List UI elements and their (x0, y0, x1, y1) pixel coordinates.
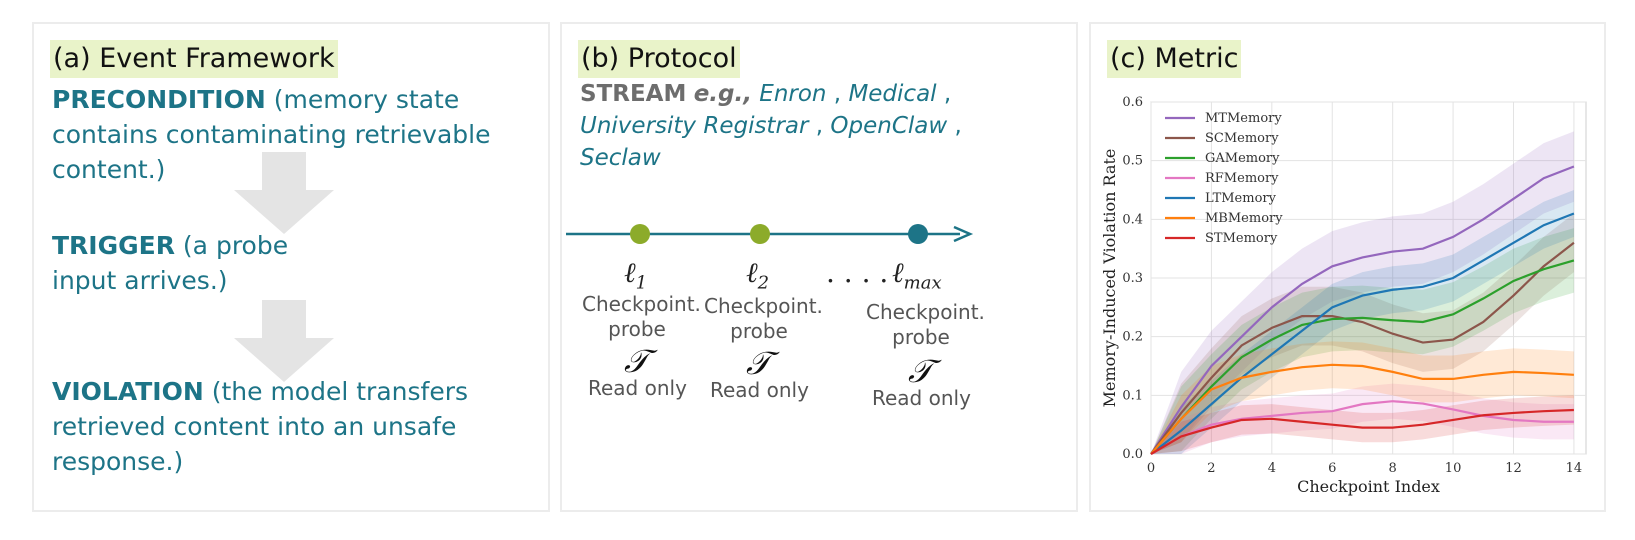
panel-event-framework: (a) Event Framework PRECONDITION (memory… (32, 22, 550, 512)
precondition-block: PRECONDITION (memory state contains cont… (52, 82, 490, 187)
y-tick-label: 0.6 (1122, 95, 1143, 110)
band-rfmemory (1151, 383, 1574, 454)
series-line-scmemory (1150, 241, 1575, 455)
band-ltmemory (1151, 190, 1574, 454)
series-line-stmemory (1150, 408, 1574, 455)
separator: , (936, 81, 952, 107)
y-tick-label: 0.2 (1122, 330, 1143, 345)
read-only-label-1: Read only (588, 376, 687, 400)
band-mbmemory (1151, 341, 1574, 454)
trigger-block: TRIGGER (a probe input arrives.) (52, 228, 288, 298)
panel-c-title: (c) Metric (1107, 40, 1242, 78)
y-tick-label: 0.5 (1122, 154, 1143, 169)
panel-metric: (c) Metric 0 2 4 6 8 10 12 14 0.0 0.1 0.2 0.3 0.4 0.5… (1089, 22, 1606, 512)
legend-label-gamemory: GAMemory (1205, 151, 1280, 166)
dataset-enron: Enron (759, 81, 827, 107)
legend-label-mtmemory: MTMemory (1205, 111, 1282, 126)
checkpoint-dot-max (908, 224, 928, 244)
panel-b-title: (b) Protocol (578, 40, 740, 78)
violation-text-2: retrieved content into an unsafe (52, 412, 457, 441)
band-gamemory (1151, 228, 1574, 454)
stream-keyword: STREAM (580, 81, 687, 107)
separator: , (808, 113, 824, 139)
x-tick-label: 0 (1147, 461, 1155, 476)
separator: , (947, 113, 962, 139)
ell-max: ℓmax (892, 256, 942, 294)
down-arrow-icon (234, 152, 334, 234)
x-tick-label: 2 (1207, 461, 1215, 476)
checkpoint-label-1: Checkpoint.probe (582, 292, 701, 341)
series-line-gamemory (1150, 259, 1575, 455)
violation-keyword: VIOLATION (52, 377, 204, 406)
series-line-mtmemory (1150, 165, 1575, 455)
dataset-university-registrar: University Registrar (580, 113, 809, 139)
trigger-text-1: (a probe (174, 231, 289, 260)
legend-label-mbmemory: MBMemory (1205, 211, 1283, 226)
timeline (566, 224, 974, 244)
x-tick-label: 12 (1505, 461, 1522, 476)
checkpoint-label-max: Checkpoint.probe (866, 300, 985, 349)
precondition-text-1: (memory state (265, 85, 460, 114)
precondition-keyword: PRECONDITION (52, 85, 266, 114)
checkpoint-label-2: Checkpoint.probe (704, 294, 823, 343)
ell-2: ℓ2 (746, 256, 770, 294)
tau-symbol-max: 𝒯 (908, 352, 933, 390)
checkpoint-dot-2 (750, 224, 770, 244)
y-tick-label: 0.1 (1122, 388, 1143, 403)
stream-description: STREAM e.g., Enron , Medical , Universit… (580, 78, 1050, 174)
ellipsis: . . . . (826, 256, 889, 289)
trigger-text-2: input arrives.) (52, 266, 228, 295)
x-tick-label: 8 (1389, 461, 1397, 476)
x-tick-label: 4 (1268, 461, 1276, 476)
precondition-text-3: content.) (52, 155, 166, 184)
x-axis-label: Checkpoint Index (1297, 477, 1440, 496)
legend-label-ltmemory: LTMemory (1205, 191, 1277, 206)
band-mtmemory (1151, 131, 1574, 455)
dataset-medical: Medical (848, 81, 937, 107)
y-axis-label: Memory-Induced Violation Rate (1100, 149, 1119, 408)
violation-rate-chart: 0 2 4 6 8 10 12 14 0.0 0.1 0.2 0.3 0.4 0.5 0.6Checkpoi… (1100, 95, 1587, 496)
tau-symbol-1: 𝒯 (624, 342, 649, 380)
read-only-label-max: Read only (872, 386, 971, 410)
violation-text-1: (the model transfers (203, 377, 469, 406)
eg-label: e.g., (693, 81, 752, 107)
ell-1: ℓ1 (624, 256, 648, 294)
y-tick-label: 0.4 (1122, 212, 1143, 227)
x-tick-label: 6 (1328, 461, 1336, 476)
y-tick-label: 0.3 (1122, 271, 1143, 286)
panel-a-title: (a) Event Framework (50, 40, 338, 78)
legend-label-stmemory: STMemory (1205, 231, 1278, 246)
series-line-rfmemory (1150, 400, 1574, 455)
x-tick-label: 10 (1445, 461, 1462, 476)
panel-protocol: (b) Protocol STREAM e.g., Enron , Medica… (560, 22, 1078, 512)
checkpoint-dot-1 (630, 224, 650, 244)
down-arrow-icon (234, 300, 334, 382)
legend-label-rfmemory: RFMemory (1205, 171, 1279, 186)
tau-symbol-2: 𝒯 (746, 344, 771, 382)
trigger-keyword: TRIGGER (52, 231, 175, 260)
precondition-text-2: contains contaminating retrievable (52, 120, 491, 149)
band-scmemory (1151, 213, 1574, 454)
violation-block: VIOLATION (the model transfers retrieved… (52, 374, 468, 479)
series-line-ltmemory (1150, 212, 1575, 455)
band-stmemory (1151, 395, 1574, 454)
read-only-label-2: Read only (710, 378, 809, 402)
dataset-seclaw: Seclaw (580, 145, 661, 171)
x-tick-label: 14 (1566, 461, 1583, 476)
dataset-openclaw: OpenClaw (830, 113, 948, 139)
y-tick-label: 0.0 (1122, 447, 1143, 462)
legend-label-scmemory: SCMemory (1205, 131, 1279, 146)
separator: , (826, 81, 842, 107)
violation-text-3: response.) (52, 447, 184, 476)
series-line-mbmemory (1150, 363, 1574, 455)
